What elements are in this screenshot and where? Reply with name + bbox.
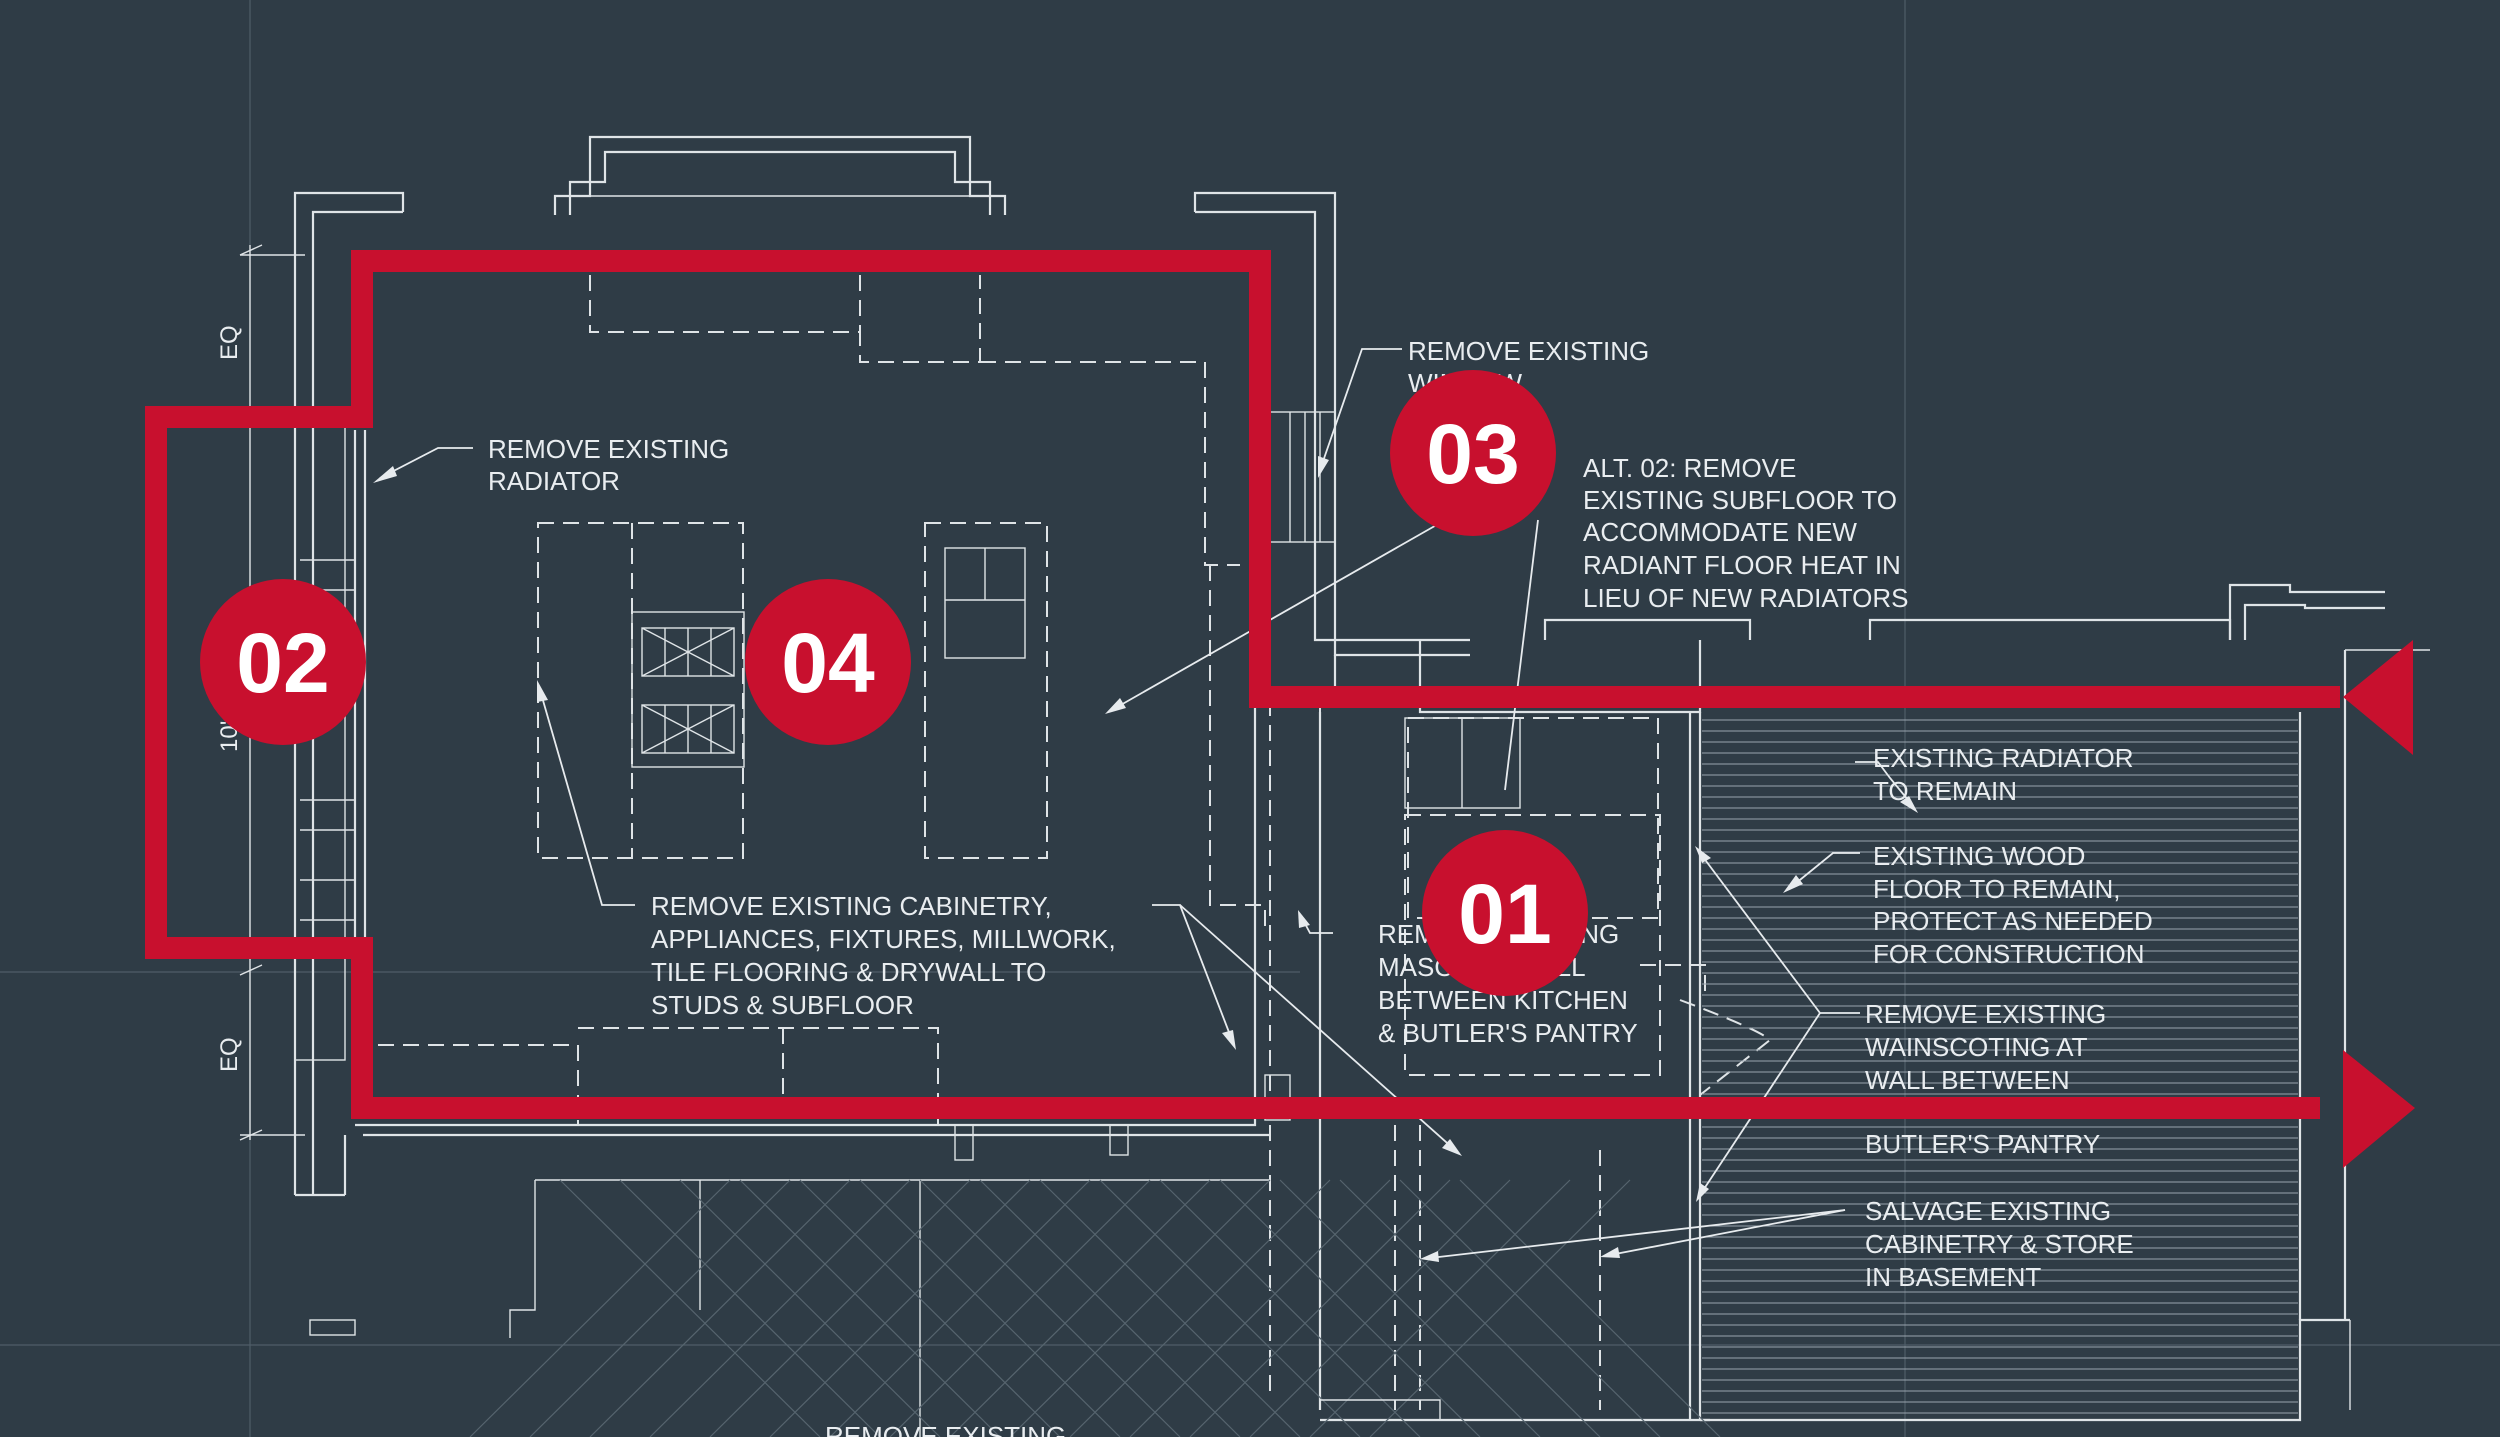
tile-line — [1399, 1179, 1661, 1437]
tile-line — [1279, 1179, 1541, 1437]
tile-line — [1459, 1179, 1721, 1437]
tile-line — [589, 1179, 851, 1437]
tile-line — [799, 1179, 1061, 1437]
wood-floor-hatch — [1702, 719, 2298, 1414]
badge-01-label: 01 — [1458, 867, 1551, 961]
bay-window — [553, 135, 1007, 215]
note-salvage-cabinetry: SALVAGE EXISTING CABINETRY & STORE IN BA… — [1865, 1196, 2141, 1292]
note-remove-wainscoting: REMOVE EXISTING WAINSCOTING AT WALL BETW… — [1865, 999, 2114, 1159]
tile-line — [649, 1179, 911, 1437]
tile-line — [919, 1179, 1181, 1437]
tile-line — [1369, 1179, 1631, 1437]
badge-03: 03 — [1390, 370, 1556, 536]
tile-line — [559, 1179, 821, 1437]
tile-line — [1039, 1179, 1301, 1437]
badge-04: 04 — [745, 579, 911, 745]
badge-02-label: 02 — [236, 616, 329, 710]
tile-line — [1009, 1179, 1271, 1437]
tile-line — [1189, 1179, 1451, 1437]
butlers-pantry — [1270, 583, 2430, 1422]
section-arrow-right — [2343, 1050, 2415, 1168]
tile-line — [1099, 1179, 1361, 1437]
dimension-eq-bottom: EQ — [216, 1037, 243, 1072]
tile-line — [769, 1179, 1031, 1437]
tile-line — [829, 1179, 1091, 1437]
tile-line — [859, 1179, 1121, 1437]
burner-grid-top — [641, 627, 735, 677]
tile-line — [619, 1179, 881, 1437]
tile-line — [529, 1179, 791, 1437]
badge-03-label: 03 — [1426, 407, 1519, 501]
lower-hall — [309, 1074, 1721, 1437]
section-arrow-left — [2343, 640, 2413, 755]
note-alt02-subfloor: ALT. 02: REMOVE EXISTING SUBFLOOR TO ACC… — [1583, 453, 1909, 613]
tile-line — [979, 1179, 1241, 1437]
badge-04-circle — [745, 579, 911, 745]
burner-grid-bottom — [641, 704, 735, 754]
badge-01: 01 — [1422, 830, 1588, 996]
annotations: REMOVE EXISTING RADIATOR REMOVE EXISTING… — [488, 336, 2160, 1437]
tile-line — [709, 1179, 971, 1437]
tile-line — [949, 1179, 1211, 1437]
tile-line — [1159, 1179, 1421, 1437]
cooktop — [631, 611, 745, 768]
badge-03-circle — [1390, 370, 1556, 536]
kitchen-scope-outline — [145, 250, 2415, 1168]
note-remove-cabinetry: REMOVE EXISTING CABINETRY, APPLIANCES, F… — [651, 891, 1123, 1020]
tile-line — [1339, 1179, 1601, 1437]
badge-04-label: 04 — [781, 616, 875, 710]
tile-line — [739, 1179, 1001, 1437]
dimension-eq-top: EQ — [216, 325, 243, 360]
note-existing-radiator: EXISTING RADIATOR TO REMAIN — [1873, 743, 2141, 806]
tile-line — [469, 1179, 731, 1437]
tile-line — [1309, 1179, 1571, 1437]
leader-lines — [373, 348, 1918, 1262]
tile-line — [1249, 1179, 1511, 1437]
note-existing-wood-floor: EXISTING WOOD FLOOR TO REMAIN, PROTECT A… — [1873, 841, 2160, 969]
tile-line — [679, 1179, 941, 1437]
tile-line — [1129, 1179, 1391, 1437]
badge-02-circle — [200, 579, 366, 745]
tile-line — [1069, 1179, 1331, 1437]
badge-02: 02 — [200, 579, 366, 745]
demolition-outlines — [378, 275, 1772, 1410]
tile-line — [1219, 1179, 1481, 1437]
tile-line — [889, 1179, 1151, 1437]
note-remove-radiator: REMOVE EXISTING RADIATOR — [488, 434, 737, 496]
note-bottom-remove-existing: REMOVE EXISTING — [825, 1421, 1066, 1437]
badge-01-circle — [1422, 830, 1588, 996]
